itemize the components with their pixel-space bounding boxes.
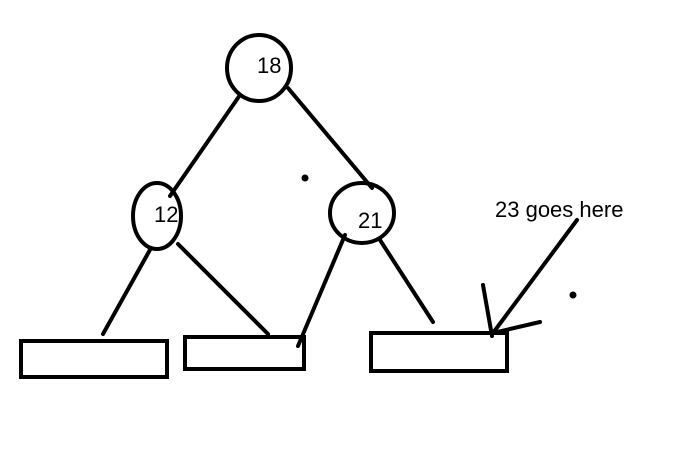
node-18-circle	[225, 33, 293, 103]
leaf-box-3	[369, 331, 509, 373]
node-18-label: 18	[257, 53, 281, 78]
node-21-label: 21	[358, 208, 382, 233]
edge-21-leaf4	[378, 238, 435, 324]
stray-dot	[301, 174, 309, 182]
arrow-shaft	[491, 218, 579, 335]
arrow-head-right	[491, 320, 542, 335]
node-12-circle	[131, 181, 183, 251]
node-21-circle	[328, 181, 396, 245]
leaf-box-1	[19, 339, 169, 379]
edge-12-leaf2	[176, 242, 270, 336]
edge-18-12	[168, 93, 242, 198]
edge-21-leaf3	[296, 233, 347, 348]
stray-dot	[569, 291, 577, 299]
edge-12-leaf1	[101, 246, 153, 336]
annotation-label: 23 goes here	[495, 197, 623, 222]
arrow-head-left	[481, 283, 494, 338]
edge-18-21	[286, 86, 374, 190]
node-12-label: 12	[154, 202, 178, 227]
leaf-box-2	[183, 335, 306, 371]
